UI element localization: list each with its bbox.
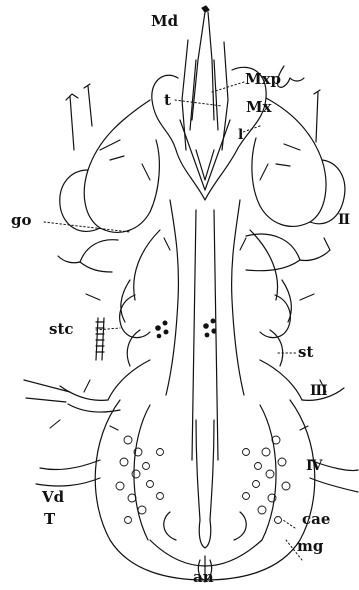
label-l: l xyxy=(238,128,243,142)
label-ii: II xyxy=(338,213,349,227)
label-cae: cae xyxy=(302,512,330,527)
genital-spots xyxy=(155,319,216,339)
label-iii: III xyxy=(310,384,327,398)
leg-iii xyxy=(24,360,344,412)
label-an: an xyxy=(193,570,214,585)
label-mx: Mx xyxy=(246,100,272,115)
leader-lines xyxy=(44,82,302,560)
stc-tube xyxy=(96,318,104,360)
maxillae xyxy=(152,66,304,200)
label-mxp: Mxp xyxy=(245,72,281,87)
label-md: Md xyxy=(151,14,178,29)
label-go: go xyxy=(11,213,32,228)
sternum xyxy=(120,200,292,460)
chelicerae xyxy=(182,6,228,150)
label-vd: Vd xyxy=(42,490,64,505)
label-t-lower: T xyxy=(44,512,55,527)
label-t-top: t xyxy=(164,93,171,108)
setae xyxy=(50,164,326,430)
leg-ii xyxy=(58,234,330,272)
leg-i-left xyxy=(60,84,160,232)
caeca-texture xyxy=(116,436,290,524)
label-iv: IV xyxy=(306,459,321,473)
label-mg: mg xyxy=(297,539,323,554)
label-st: st xyxy=(298,345,313,360)
label-stc: stc xyxy=(49,322,74,337)
